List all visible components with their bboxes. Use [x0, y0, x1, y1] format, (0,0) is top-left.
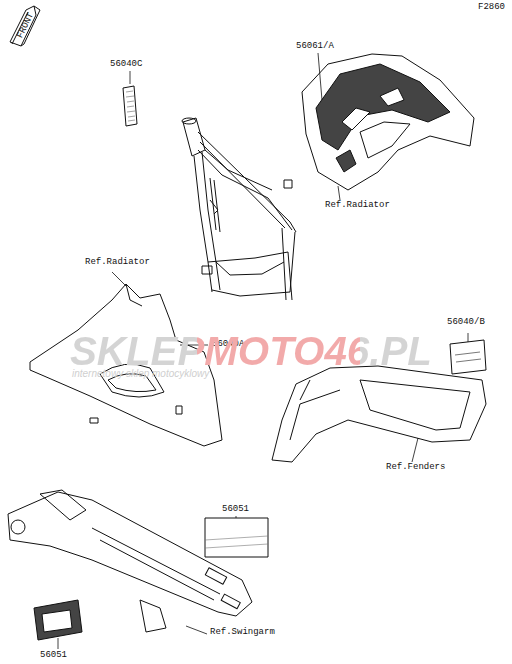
part-number: 56051: [222, 505, 249, 515]
rear-fender: [272, 366, 486, 462]
frame: [182, 118, 296, 300]
reference-note: Ref.Radiator: [85, 258, 150, 268]
decal-56051-bottom: [34, 600, 82, 640]
part-number: 56040C: [110, 60, 142, 70]
leader-lines: [58, 53, 468, 649]
reference-note: Ref.Radiator: [325, 201, 390, 211]
part-number: 56051: [40, 651, 67, 661]
watermark: SKLEPMOTO46.PL: [70, 330, 432, 374]
front-mark: FRONT: [16, 12, 37, 41]
reference-note: Ref.Swingarm: [210, 628, 275, 638]
front-arrow-edge: [12, 6, 40, 46]
decal-56051: [205, 518, 268, 557]
part-number: 56061/A: [296, 42, 334, 52]
reference-note: Ref.Fenders: [386, 463, 445, 473]
figure-code: F2860: [478, 3, 505, 13]
watermark-subtitle: internetowy sklep motocyklowy: [72, 368, 209, 379]
decal-56040b: [450, 340, 486, 374]
decal-lines: [126, 91, 135, 121]
decal-stripe: [205, 536, 268, 548]
decal-text-lines: [455, 352, 481, 362]
decal-56040c: [123, 86, 137, 126]
radiator-shroud-right: [302, 54, 474, 190]
part-number: 56040/B: [447, 318, 485, 328]
